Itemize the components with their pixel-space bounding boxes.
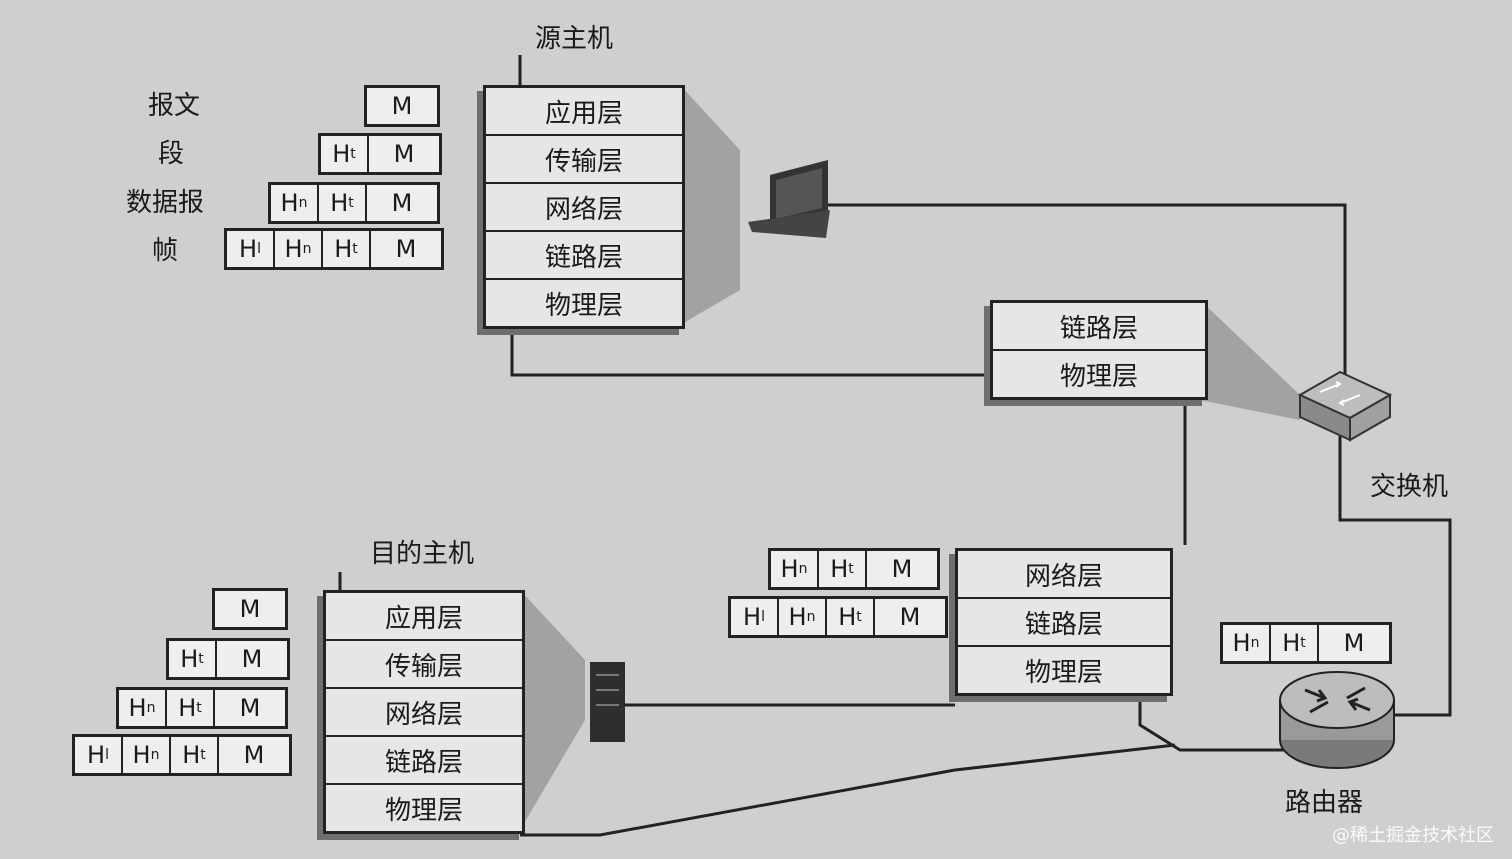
switch-label: 交换机 <box>1370 472 1449 502</box>
dest-layer-transport: 传输层 <box>326 641 522 689</box>
watermark: @稀土掘金技术社区 <box>1332 825 1494 846</box>
pdu-label-datagram: 数据报 <box>126 188 205 218</box>
payload-m: M <box>391 92 413 120</box>
router-label: 路由器 <box>1285 788 1364 818</box>
dest-layer-network: 网络层 <box>326 689 522 737</box>
router-stack: 网络层 链路层 物理层 <box>955 548 1173 696</box>
switch-to-router-line <box>1338 425 1452 717</box>
switch-stack: 链路层 物理层 <box>990 300 1208 400</box>
payload-m: M <box>865 551 937 587</box>
payload-m: M <box>239 595 261 623</box>
computer-icon <box>748 160 830 238</box>
dest-to-router-line <box>520 743 1176 837</box>
payload-m: M <box>369 231 441 267</box>
pdu-label-segment: 段 <box>158 139 185 169</box>
switch-layer-link: 链路层 <box>993 303 1205 351</box>
dest-beam <box>520 590 585 830</box>
dest-layer-application: 应用层 <box>326 593 522 641</box>
router-layer-physical: 物理层 <box>1024 657 1103 688</box>
payload-m: M <box>873 599 945 635</box>
source-layer-link: 链路层 <box>486 232 682 280</box>
source-beam <box>680 85 740 325</box>
pdu-label-frame: 帧 <box>152 236 179 266</box>
router-layer-network: 网络层 <box>958 551 1170 599</box>
source-host-label: 源主机 <box>535 24 614 54</box>
payload-m: M <box>367 136 439 172</box>
computer-to-switch-line <box>828 203 1347 395</box>
switch-beam <box>1200 300 1300 420</box>
dest-host-stack: 应用层 传输层 网络层 链路层 物理层 <box>323 590 525 834</box>
router-layer-link: 链路层 <box>958 599 1170 647</box>
pdu-label-message: 报文 <box>148 91 201 121</box>
switch-icon <box>1297 370 1393 442</box>
payload-m: M <box>365 185 437 221</box>
source-layer-transport: 传输层 <box>486 136 682 184</box>
payload-m: M <box>215 641 287 677</box>
source-layer-physical: 物理层 <box>544 290 623 321</box>
payload-m: M <box>1317 625 1389 661</box>
router-stack-line <box>1138 690 1285 752</box>
payload-m: M <box>217 737 289 773</box>
source-layer-application: 应用层 <box>486 88 682 136</box>
source-host-stack: 应用层 传输层 网络层 链路层 物理层 <box>483 85 685 329</box>
source-pdu-message: M <box>364 85 440 127</box>
server-icon <box>590 662 625 742</box>
dest-host-label: 目的主机 <box>370 539 475 569</box>
router-icon <box>1279 671 1395 769</box>
switch-layer-physical: 物理层 <box>1059 361 1138 392</box>
dest-layer-link: 链路层 <box>326 737 522 785</box>
source-to-switch-line <box>510 320 1002 380</box>
dest-layer-physical: 物理层 <box>384 795 463 826</box>
payload-m: M <box>213 690 285 726</box>
dest-pdu-message: M <box>212 588 288 630</box>
source-layer-network: 网络层 <box>486 184 682 232</box>
